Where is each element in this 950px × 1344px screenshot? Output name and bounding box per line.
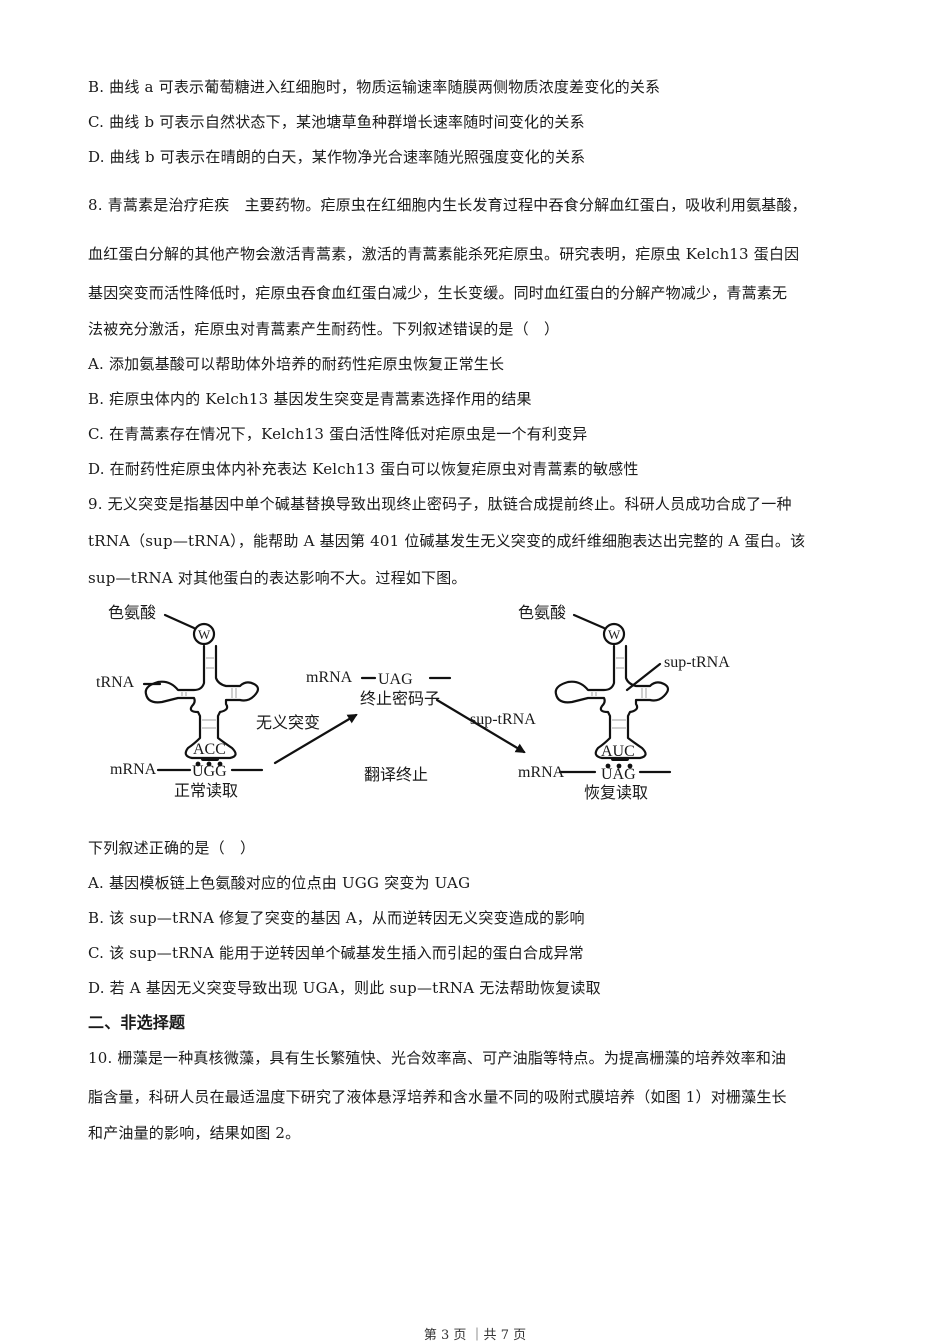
q8-stem-line-1: 8. 青蒿素是治疗疟疾 主要药物。疟原虫在红细胞内生长发育过程中吞食分解血红蛋白…: [88, 196, 807, 214]
left-trna-label: tRNA: [96, 674, 135, 691]
q7-option-c: C. 曲线 b 可表示自然状态下，某池塘草鱼种群增长速率随时间变化的关系: [88, 113, 585, 131]
left-anticodon: ACC: [193, 741, 226, 758]
q9-option-b: B. 该 sup—tRNA 修复了突变的基因 A，从而逆转因无义突变造成的影响: [88, 909, 585, 927]
left-mrna-label: mRNA: [110, 761, 157, 778]
translation-termination-label: 翻译终止: [364, 765, 429, 784]
left-tryptophan-symbol: W: [198, 627, 211, 642]
q9-stem-line-3: sup—tRNA 对其他蛋白的表达影响不大。过程如下图。: [88, 569, 467, 587]
q9-question: 下列叙述正确的是（ ）: [88, 839, 256, 857]
q9-option-a: A. 基因模板链上色氨酸对应的位点由 UGG 突变为 UAG: [88, 874, 471, 892]
q8-option-b: B. 疟原虫体内的 Kelch13 基因发生突变是青蒿素选择作用的结果: [88, 390, 532, 408]
q8-stem-line-2: 血红蛋白分解的其他产物会激活青蒿素，激活的青蒿素能杀死疟原虫。研究表明，疟原虫 …: [88, 245, 800, 263]
right-tryptophan-symbol: W: [608, 627, 621, 642]
diagram-graphics: [142, 613, 672, 774]
q10-stem-line-1: 10. 栅藻是一种真核微藻，具有生长繁殖快、光合效率高、可产油脂等特点。为提高栅…: [88, 1049, 787, 1067]
q10-stem-line-3: 和产油量的影响，结果如图 2。: [88, 1124, 301, 1142]
left-codon: UGG: [192, 763, 227, 780]
page-number-footer: 第 3 页 ｜共 7 页: [423, 1328, 527, 1343]
amino-acid-pointer-line: [163, 613, 196, 630]
nonsense-mutation-label: 无义突变: [256, 713, 321, 732]
q8-stem-line-4: 法被充分激活，疟原虫对青蒿素产生耐药性。下列叙述错误的是（ ）: [88, 320, 560, 338]
sup-trna-pointer-line: [625, 662, 662, 692]
q10-stem-line-2: 脂含量，科研人员在最适温度下研究了液体悬浮培养和含水量不同的吸附式膜培养（如图 …: [88, 1088, 787, 1106]
middle-mrna-label: mRNA: [306, 669, 353, 686]
middle-codon: UAG: [378, 671, 413, 688]
section-heading-non-choice: 二、非选择题: [88, 1013, 186, 1032]
right-amino-acid-label: 色氨酸: [518, 603, 567, 622]
arrow-sup-trna-label: sup-tRNA: [470, 711, 536, 728]
q8-option-d: D. 在耐药性疟原虫体内补充表达 Kelch13 蛋白可以恢复疟原虫对青蒿素的敏…: [88, 460, 639, 478]
q7-option-d: D. 曲线 b 可表示在晴朗的白天，某作物净光合速率随光照强度变化的关系: [88, 148, 586, 166]
q8-option-c: C. 在青蒿素存在情况下，Kelch13 蛋白活性降低对疟原虫是一个有利变异: [88, 425, 588, 443]
q9-stem-line-1: 9. 无义突变是指基因中单个碱基替换导致出现终止密码子，肽链合成提前终止。科研人…: [88, 495, 792, 513]
q8-option-a: A. 添加氨基酸可以帮助体外培养的耐药性疟原虫恢复正常生长: [88, 355, 505, 373]
stop-codon-label: 终止密码子: [360, 689, 441, 708]
right-sup-trna-label: sup-tRNA: [664, 654, 730, 671]
sup-trna-process-diagram: 色氨酸 W tRNA ACC mRNA UGG 正常读取 无义突变 mRNA U…: [90, 598, 790, 813]
q9-stem-line-2: tRNA（sup—tRNA），能帮助 A 基因第 401 位碱基发生无义突变的成…: [88, 532, 806, 550]
q9-option-c: C. 该 sup—tRNA 能用于逆转因单个碱基发生插入而引起的蛋白合成异常: [88, 944, 584, 962]
q9-option-d: D. 若 A 基因无义突变导致出现 UGA，则此 sup—tRNA 无法帮助恢复…: [88, 979, 601, 997]
q8-stem-line-3: 基因突变而活性降低时，疟原虫吞食血红蛋白减少，生长变缓。同时血红蛋白的分解产物减…: [88, 284, 788, 302]
right-caption-restored-reading: 恢复读取: [584, 783, 649, 802]
left-amino-acid-label: 色氨酸: [108, 603, 157, 622]
right-codon: UAG: [601, 766, 636, 783]
left-caption-normal-reading: 正常读取: [174, 781, 239, 800]
q7-option-b: B. 曲线 a 可表示葡萄糖进入红细胞时，物质运输速率随膜两侧物质浓度差变化的关…: [88, 78, 661, 96]
right-anticodon: AUC: [601, 743, 635, 760]
right-mrna-label: mRNA: [518, 764, 565, 781]
